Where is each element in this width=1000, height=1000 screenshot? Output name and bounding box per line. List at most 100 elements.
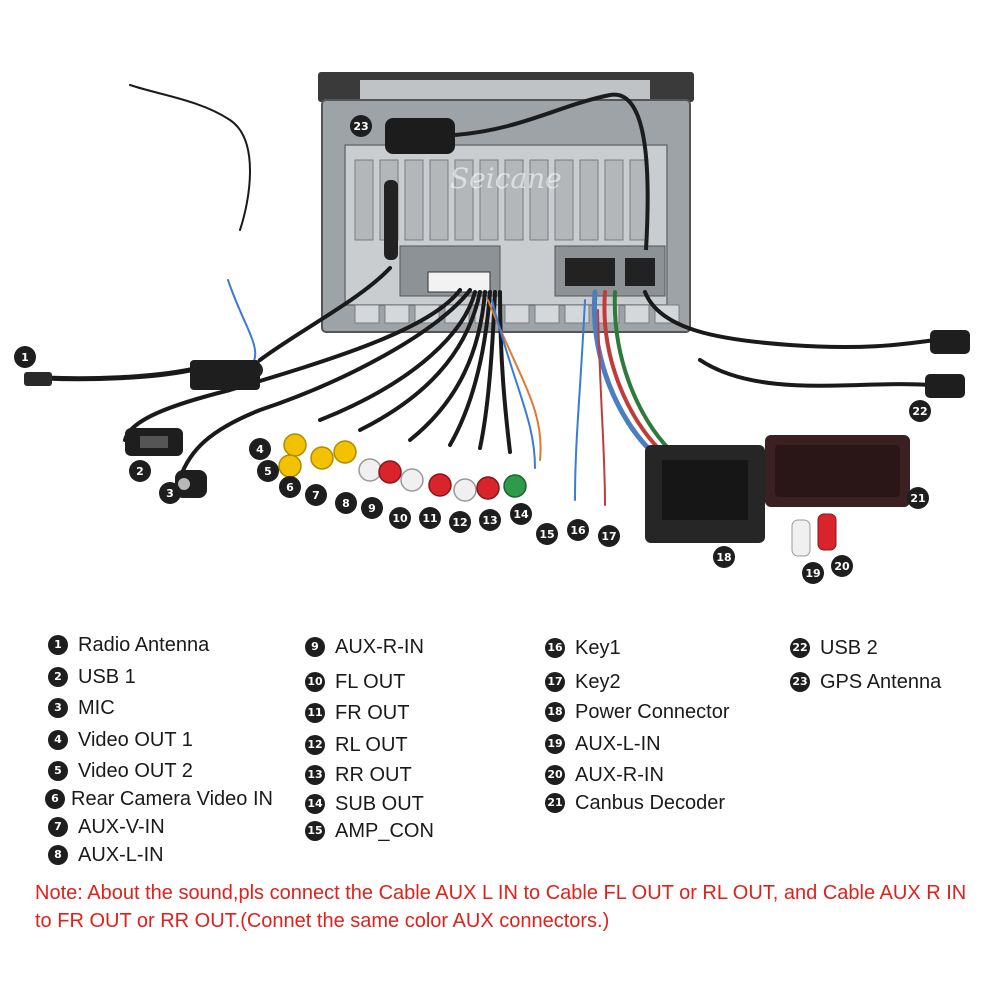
legend-number: 23 <box>790 672 810 692</box>
gps-antenna <box>385 92 650 251</box>
legend-label: AUX-R-IN <box>575 764 664 786</box>
svg-text:16: 16 <box>570 524 586 537</box>
legend-number: 9 <box>305 637 325 657</box>
badge-5: 5 <box>257 460 279 482</box>
svg-text:10: 10 <box>392 512 408 525</box>
legend-label: FL OUT <box>335 671 406 693</box>
badge-18: 18 <box>713 546 735 568</box>
legend-number: 12 <box>305 735 325 755</box>
legend-label: RR OUT <box>335 764 412 786</box>
badge-10: 10 <box>389 507 411 529</box>
legend-item: 23 GPS Antenna <box>790 670 941 694</box>
legend-label: AUX-L-IN <box>78 844 164 866</box>
badge-19: 19 <box>802 562 824 584</box>
legend-number: 22 <box>790 638 810 658</box>
legend-item: 12 RL OUT <box>305 733 408 757</box>
badge-2: 2 <box>129 460 151 482</box>
svg-text:2: 2 <box>136 465 144 478</box>
legend-label: USB 1 <box>78 666 136 688</box>
legend-label: AUX-V-IN <box>78 816 165 838</box>
legend-label: AMP_CON <box>335 820 434 842</box>
power-connector <box>645 445 765 543</box>
badge-11: 11 <box>419 507 441 529</box>
badge-12: 12 <box>449 511 471 533</box>
legend-number: 17 <box>545 672 565 692</box>
legend-item: 6 Rear Camera Video IN <box>45 787 273 811</box>
badge-9: 9 <box>361 497 383 519</box>
callout-badges: 1 2 3 4 5 6 7 8 9 10 11 12 13 14 15 16 1… <box>14 115 931 584</box>
rca-plugs <box>278 433 527 502</box>
badge-17: 17 <box>598 525 620 547</box>
legend-number: 15 <box>305 821 325 841</box>
legend-label: RL OUT <box>335 734 408 756</box>
legend-item: 1 Radio Antenna <box>48 633 209 657</box>
svg-text:22: 22 <box>912 405 927 418</box>
legend-number: 11 <box>305 703 325 723</box>
legend-number: 1 <box>48 635 68 655</box>
legend-number: 14 <box>305 794 325 814</box>
aux-rca-pair <box>791 513 837 557</box>
svg-text:15: 15 <box>539 528 554 541</box>
svg-text:23: 23 <box>353 120 368 133</box>
legend-number: 5 <box>48 761 68 781</box>
badge-23: 23 <box>350 115 372 137</box>
legend-label: Rear Camera Video IN <box>71 788 273 810</box>
svg-text:17: 17 <box>601 530 616 543</box>
legend-number: 7 <box>48 817 68 837</box>
watermark-text: Seicane <box>450 162 562 195</box>
badge-4: 4 <box>249 438 271 460</box>
legend-item: 2 USB 1 <box>48 665 136 689</box>
legend-label: Video OUT 2 <box>78 760 193 782</box>
usb-2-plugs <box>925 330 970 398</box>
legend-label: Video OUT 1 <box>78 729 193 751</box>
svg-text:12: 12 <box>452 516 467 529</box>
badge-16: 16 <box>567 519 589 541</box>
svg-text:14: 14 <box>513 508 529 521</box>
badge-22: 22 <box>909 400 931 422</box>
canbus-decoder <box>765 435 910 507</box>
badge-15: 15 <box>536 523 558 545</box>
mic-plug <box>175 470 207 498</box>
legend-label: Canbus Decoder <box>575 792 726 814</box>
svg-text:5: 5 <box>264 465 272 478</box>
badge-8: 8 <box>335 492 357 514</box>
legend-number: 19 <box>545 734 565 754</box>
legend-item: 17 Key2 <box>545 670 621 694</box>
legend-item: 5 Video OUT 2 <box>48 759 193 783</box>
svg-text:11: 11 <box>422 512 437 525</box>
svg-text:18: 18 <box>716 551 731 564</box>
legend-label: Key2 <box>575 671 621 693</box>
badge-13: 13 <box>479 509 501 531</box>
legend-number: 6 <box>45 789 65 809</box>
badge-20: 20 <box>831 555 853 577</box>
svg-text:21: 21 <box>910 492 925 505</box>
legend-label: GPS Antenna <box>820 671 942 693</box>
legend-number: 2 <box>48 667 68 687</box>
svg-text:20: 20 <box>834 560 850 573</box>
svg-text:3: 3 <box>166 487 174 500</box>
legend-label: Radio Antenna <box>78 634 210 656</box>
svg-text:6: 6 <box>286 481 294 494</box>
badge-1: 1 <box>14 346 36 368</box>
legend-number: 3 <box>48 698 68 718</box>
badge-21: 21 <box>907 487 929 509</box>
wifi-antenna <box>384 180 398 260</box>
legend-number: 18 <box>545 702 565 722</box>
sound-connection-note: Note: About the sound,pls connect the Ca… <box>35 882 967 932</box>
legend-label: Key1 <box>575 637 621 659</box>
svg-text:9: 9 <box>368 502 376 515</box>
badge-6: 6 <box>279 476 301 498</box>
svg-text:8: 8 <box>342 497 350 510</box>
legend-label: AUX-L-IN <box>575 733 661 755</box>
wiring-diagram: Seicane <box>14 72 970 584</box>
